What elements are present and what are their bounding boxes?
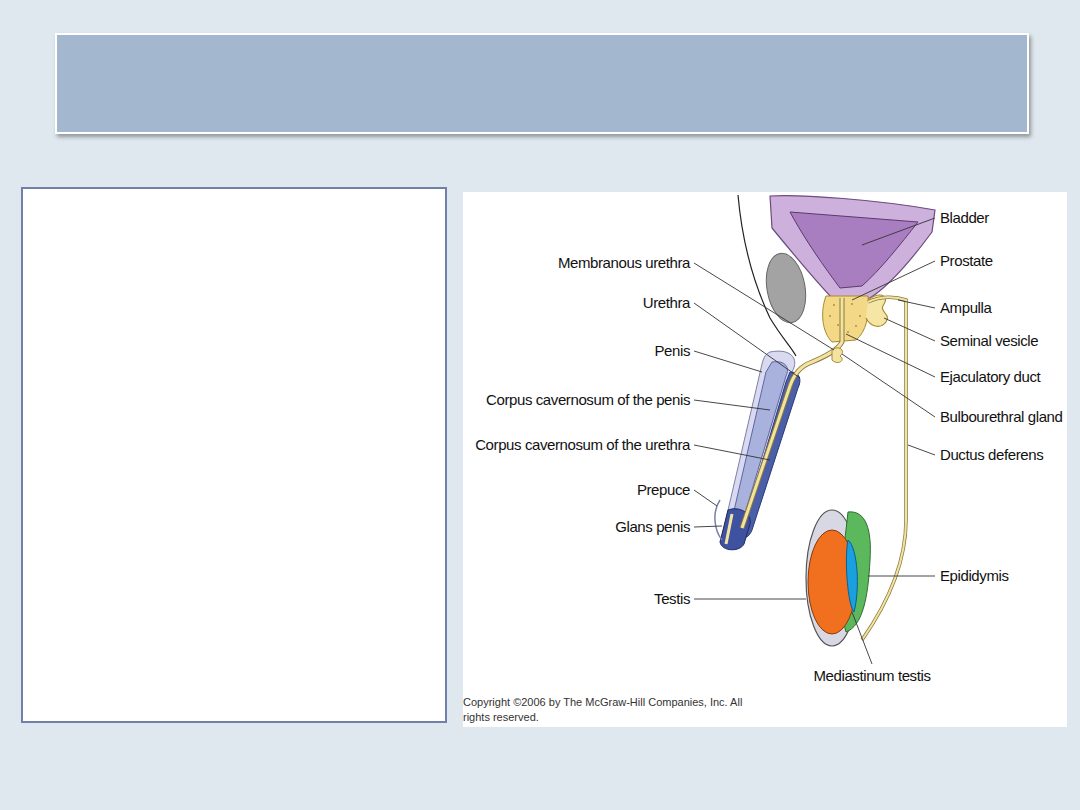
part-label: Ejaculatory duct (940, 368, 1040, 386)
part-label: Mediastinum testis (813, 667, 930, 685)
prostate-dots (829, 303, 861, 333)
urethra-outline (742, 298, 842, 528)
part-label: Epididymis (940, 567, 1009, 585)
corpus-spongiosum (742, 372, 800, 538)
prostate (823, 296, 869, 342)
part-label: Corpus cavernosum of the penis (486, 391, 690, 409)
ductus-deferens (862, 297, 906, 640)
part-label: Bulbourethral gland (940, 408, 1063, 426)
text-panel (21, 187, 447, 723)
title-bar (55, 33, 1029, 134)
part-label: Prostate (940, 252, 993, 270)
glans-urethra (726, 514, 732, 544)
part-label: Penis (654, 342, 690, 360)
bladder-lumen (790, 212, 918, 288)
part-label: Seminal vesicle (940, 332, 1038, 350)
part-label: Ductus deferens (940, 446, 1043, 464)
copyright-note: Copyright ©2006 by The McGraw-Hill Compa… (463, 695, 748, 725)
part-label: Testis (654, 590, 690, 608)
urethra (742, 298, 842, 528)
bladder (770, 196, 935, 298)
mediastinum-testis (846, 540, 857, 612)
part-label: Glans penis (615, 518, 690, 536)
part-label: Prepuce (637, 481, 690, 499)
penis-skin (722, 351, 795, 545)
part-label: Urethra (643, 294, 690, 312)
prepuce (715, 500, 722, 540)
part-label: Membranous urethra (558, 254, 690, 272)
part-label: Ampulla (940, 299, 991, 317)
part-label: Corpus cavernosum of the urethra (475, 436, 690, 454)
ductus-deferens-outline (862, 297, 906, 640)
part-label: Bladder (940, 209, 989, 227)
leader-lines (694, 218, 935, 664)
